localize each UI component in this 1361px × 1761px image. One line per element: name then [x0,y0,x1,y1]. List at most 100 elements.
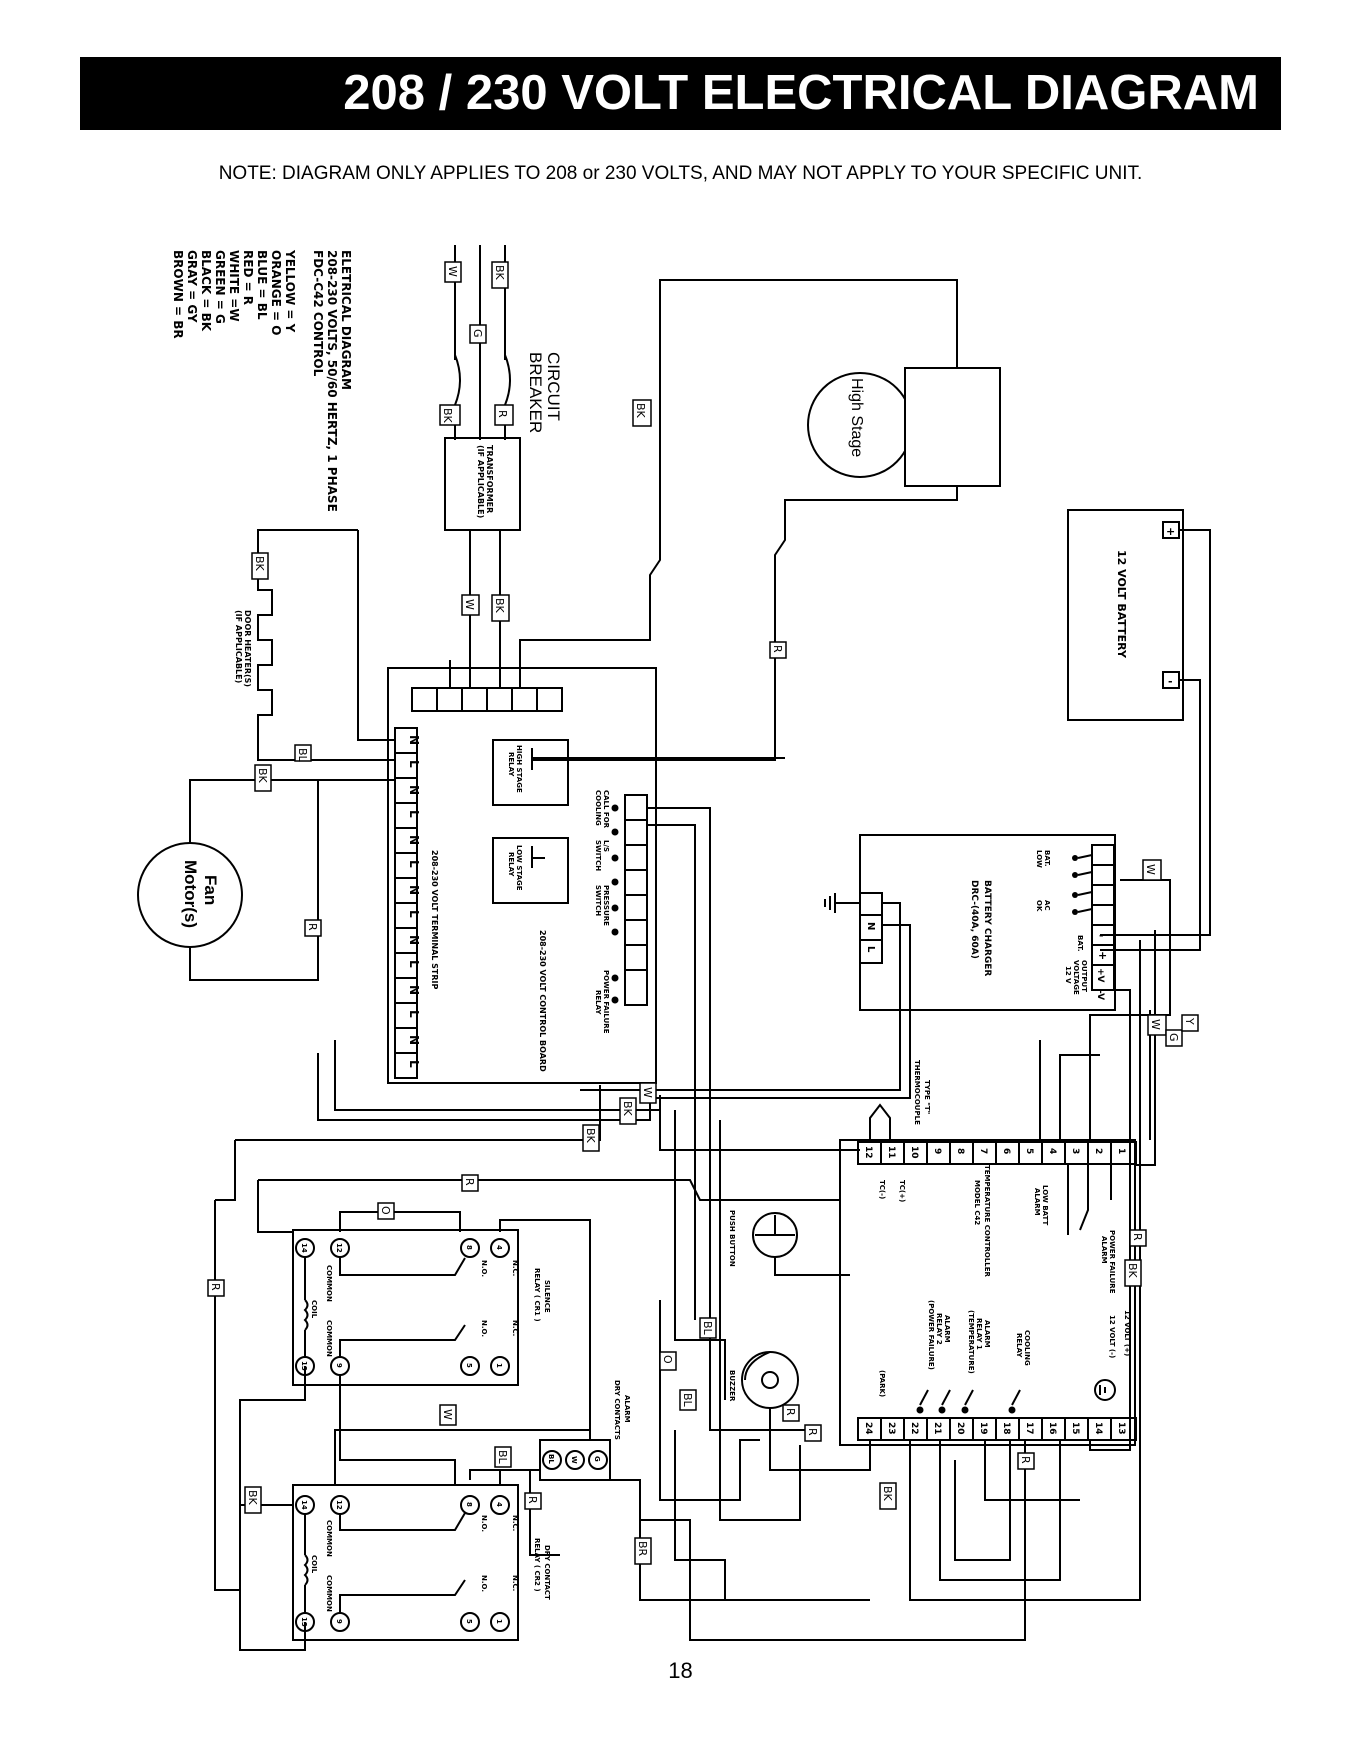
tag-bk-7: BK [621,1101,634,1117]
ctrl-terminal-19: 19 [978,1422,988,1435]
alarm-relay1-label-1: ALARM [983,1320,991,1348]
v12-minus-label: 12 VOLT (-) [1108,1315,1116,1358]
cr1-common-label: COMMON [325,1265,333,1302]
cooling-relay-label-1: COOLING [1023,1330,1031,1366]
tag-bl-2: BL [701,1321,714,1336]
battery-label: 12 VOLT BATTERY [1115,550,1128,659]
cr2-pin-13: 13 [300,1617,308,1627]
alarm-relay2-label-1: ALARM [943,1315,951,1343]
ctrl-terminal-24: 24 [863,1422,873,1435]
ac-ok-label-1: AC [1043,900,1051,911]
strip-terminal-13: N [407,1035,421,1045]
high-stage-relay [492,739,569,806]
tag-r-4: R [463,1178,476,1186]
ctrl-terminal-1: 1 [1116,1148,1126,1154]
tag-r-3: R [306,923,319,931]
tag-w-4: W [1149,1019,1162,1030]
battery-minus-label: - [1168,675,1173,688]
tag-r-5: R [209,1283,222,1291]
bat-low-label-1: BAT. [1043,850,1051,867]
tag-br-1: BR [636,1541,649,1557]
cr2-pin-14: 14 [300,1500,308,1510]
door-heater-label-1: DOOR HEATER(S) [243,610,252,687]
power-failure-alarm-label-2: ALARM [1100,1236,1108,1264]
temperature-controller [839,1139,1136,1446]
cr1-nc-label-2: N.C. [511,1320,519,1336]
battery-charger-label-2: DRC-(40A, 60A) [969,880,979,959]
tag-bk-6: BK [256,768,269,784]
cr1-pin-4: 4 [495,1245,503,1250]
legend: ELETRICAL DIAGRAM 208-230 VOLTS, 50/60 H… [171,249,353,512]
cr2-pin-12: 12 [335,1500,343,1510]
ls-switch-label-1: L/S [602,840,610,852]
push-button-label: PUSH BUTTON [728,1210,736,1267]
temp-controller-label-2: MODEL C42 [973,1180,981,1225]
tag-bk-4: BK [493,598,506,614]
power-failure-relay-label-2: RELAY [594,990,602,1015]
page-title: 208 / 230 VOLT ELECTRICAL DIAGRAM [343,66,1259,120]
ctrl-terminal-6: 6 [1001,1148,1011,1154]
cr1-no-label: N.O. [480,1260,488,1277]
ctrl-terminal-12: 12 [863,1146,873,1159]
dry-contact-relay-label-1: DRY CONTACT [543,1545,551,1600]
battery-charger-label-1: BATTERY CHARGER [982,880,992,976]
tag-bk-8: BK [584,1128,597,1144]
park-label: (PARK) [878,1370,886,1397]
cr1-pin-14: 14 [300,1243,308,1253]
cr1-pin-1: 1 [495,1363,503,1368]
call-for-cooling-label-2: COOLING [594,790,602,826]
cr2-common-label-2: COMMON [325,1575,333,1612]
ctrl-terminal-9: 9 [932,1148,942,1154]
ctrl-terminal-8: 8 [955,1148,965,1154]
tag-r-9: R [1019,1456,1032,1464]
charger-terminal-pos: + [1098,949,1107,962]
tag-bl-3: BL [681,1393,694,1408]
legend-color-yellow: YELLOW = Y [283,249,297,333]
tc-plus-label: TC(+) [898,1180,906,1202]
tag-bk-11: BK [1126,1263,1139,1279]
power-failure-relay-label-1: POWER FAILURE [602,970,610,1034]
buzzer-label: BUZZER [728,1370,736,1402]
ctrl-terminal-10: 10 [909,1146,919,1159]
strip-terminal-3: N [407,785,421,795]
silence-relay-label-1: SILENCE [543,1280,551,1313]
output-voltage-label-1: OUTPUT [1080,960,1088,992]
fan-label-1: Fan [201,875,220,905]
cr1-pin-5: 5 [465,1363,473,1368]
bat-low-label-2: LOW [1035,850,1043,868]
silence-relay [292,1229,519,1386]
cr2-nc-label-2: N.C. [511,1575,519,1591]
legend-color-red: RED = R [241,250,255,305]
alarm-dry-contacts-label-1: ALARM [623,1395,631,1423]
header-bar: 208 / 230 VOLT ELECTRICAL DIAGRAM [80,57,1281,130]
legend-title-3: FDC-C42 CONTROL [311,250,325,377]
ctrl-terminal-4: 4 [1047,1148,1057,1154]
alarm-relay2-label-2: RELAY 2 [935,1313,943,1345]
legend-color-gray: GRAY = GY [185,250,199,323]
tag-bk-3: BK [634,403,647,419]
low-batt-alarm-label-1: LOW BATT [1041,1185,1049,1225]
cr2-pin-9: 9 [335,1619,343,1624]
cr1-pin-8: 8 [465,1245,473,1250]
pressure-switch-label-1: PRESSURE [602,885,610,926]
tag-r-1: R [496,410,509,418]
legend-color-green: GREEN = G [213,250,227,324]
cr2-common-label: COMMON [325,1520,333,1557]
output-voltage-label-2: VOLTAGE [1072,960,1080,995]
cr1-no-label-2: N.O. [480,1320,488,1337]
ctrl-terminal-20: 20 [955,1422,965,1435]
legend-color-blue: BLUE = BL [255,250,269,320]
dry-contact-w: W [570,1456,578,1464]
door-heater-label-2: (IF APPLICABLE) [234,610,243,683]
tc-minus-label: TC(-) [878,1180,886,1199]
tag-bk-1: BK [493,265,506,281]
dry-contact-bl: BL [547,1454,555,1464]
charger-terminal-minus-v: -V [1095,990,1105,1000]
ac-ok-label-2: OK [1035,900,1043,912]
ctrl-terminal-15: 15 [1070,1422,1080,1435]
tag-bk-5: BK [253,556,266,572]
ctrl-terminal-7: 7 [978,1148,988,1154]
power-failure-alarm-label-1: POWER FAILURE [1108,1230,1116,1294]
thermocouple-label-2: THERMOCOUPLE [913,1060,921,1125]
